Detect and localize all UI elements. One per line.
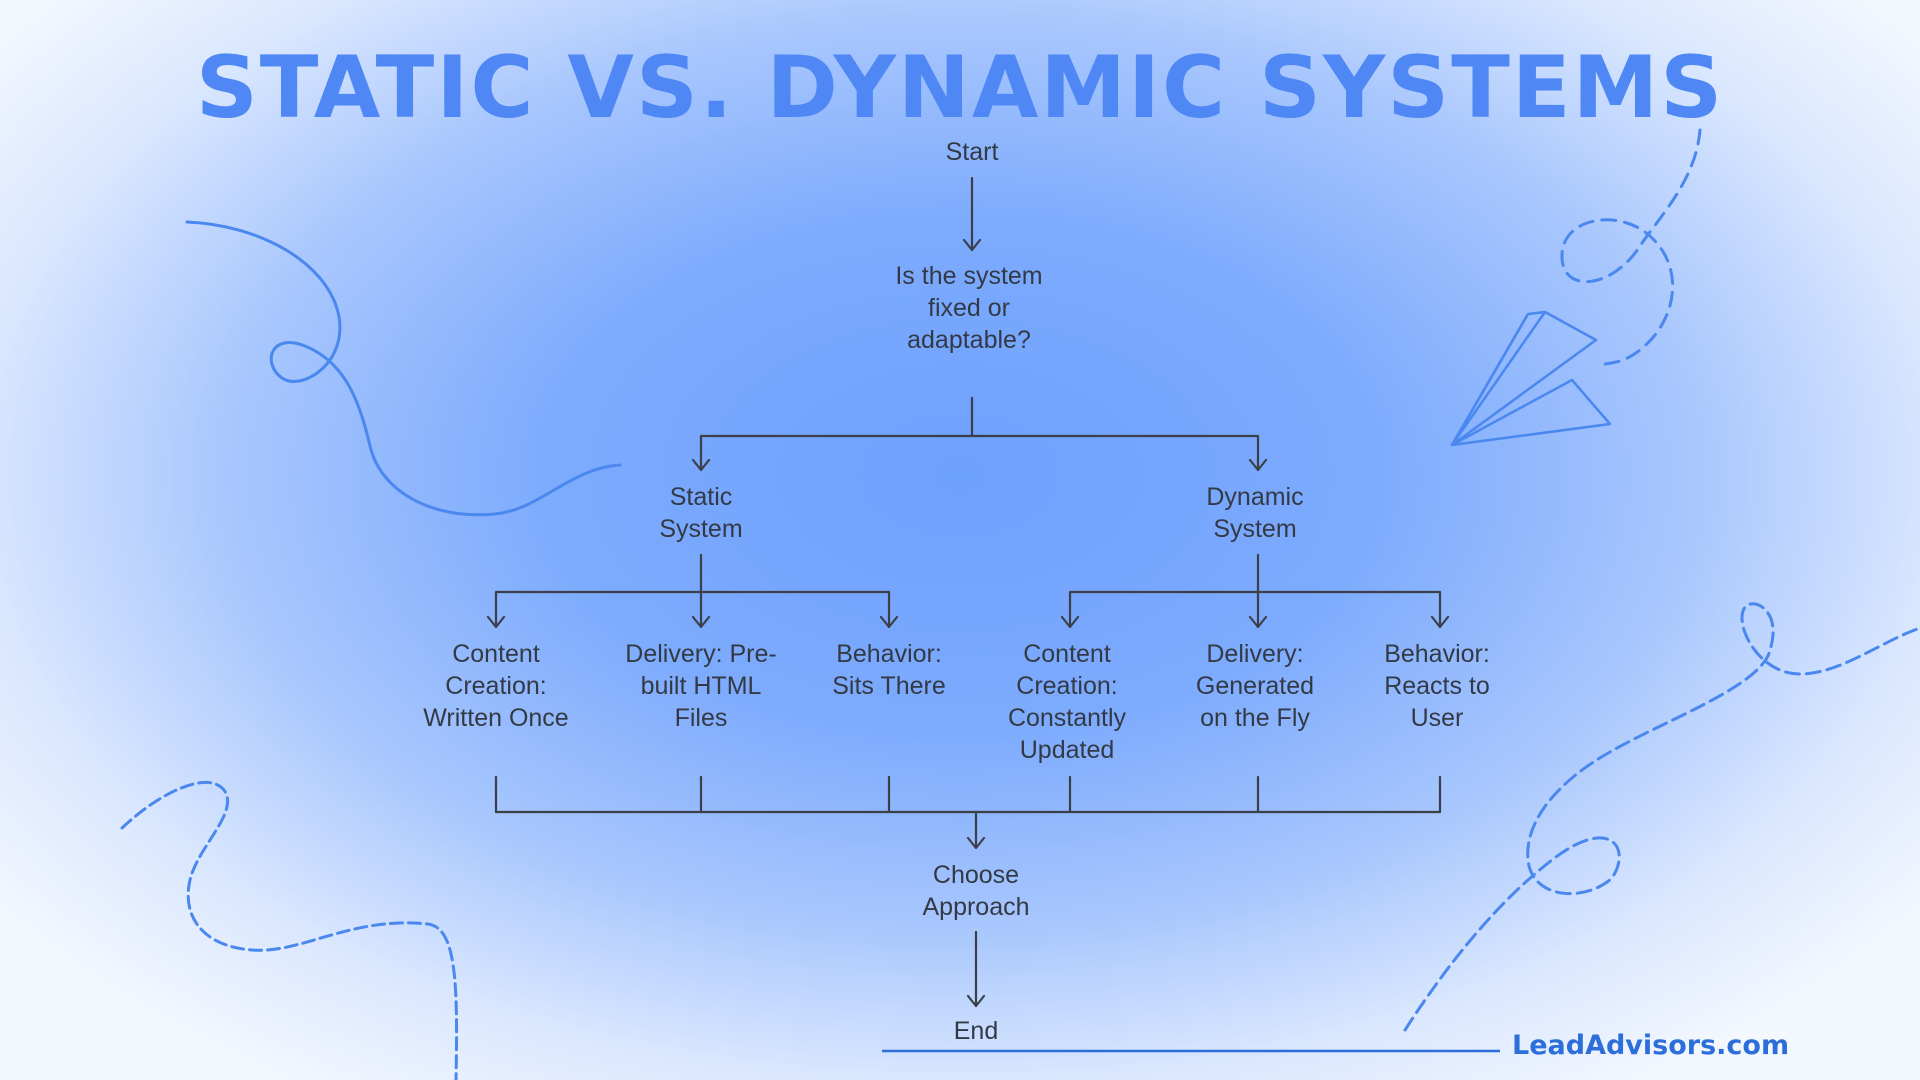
arrow-choose-end xyxy=(966,930,986,1008)
paper-plane-icon xyxy=(1450,310,1612,447)
connector-merge xyxy=(494,775,1442,850)
swirl-line-top-left xyxy=(185,220,622,517)
connector-dynamic-branches xyxy=(1060,553,1450,629)
node-dynamic-system: Dynamic System xyxy=(1206,483,1304,543)
node-static-behavior: Behavior: Sits There xyxy=(832,640,946,700)
dashed-trail-plane xyxy=(1560,128,1702,368)
node-start: Start xyxy=(945,138,999,166)
dashed-swirl-bottom-left xyxy=(120,780,459,1080)
arrow-start-question xyxy=(962,176,982,252)
connector-question-split xyxy=(691,396,1268,472)
node-dynamic-content: Content Creation: Constantly Updated xyxy=(1007,640,1127,764)
page-title: STATIC VS. DYNAMIC SYSTEMS xyxy=(195,38,1725,138)
node-static-content: Content Creation: Written Once xyxy=(423,640,569,732)
node-choose-approach: Choose Approach xyxy=(922,861,1030,921)
connector-static-branches xyxy=(486,553,899,629)
node-end: End xyxy=(953,1017,999,1045)
node-dynamic-delivery: Delivery: Generated on the Fly xyxy=(1195,640,1315,732)
node-question: Is the system fixed or adaptable? xyxy=(895,262,1043,354)
dashed-swirl-bottom-right xyxy=(1403,602,1920,1032)
node-dynamic-behavior: Behavior: Reacts to User xyxy=(1384,640,1490,732)
node-static-system: Static System xyxy=(659,483,743,543)
brand-link[interactable]: LeadAdvisors.com xyxy=(1512,1030,1790,1061)
node-static-delivery: Delivery: Pre- built HTML Files xyxy=(625,640,777,732)
